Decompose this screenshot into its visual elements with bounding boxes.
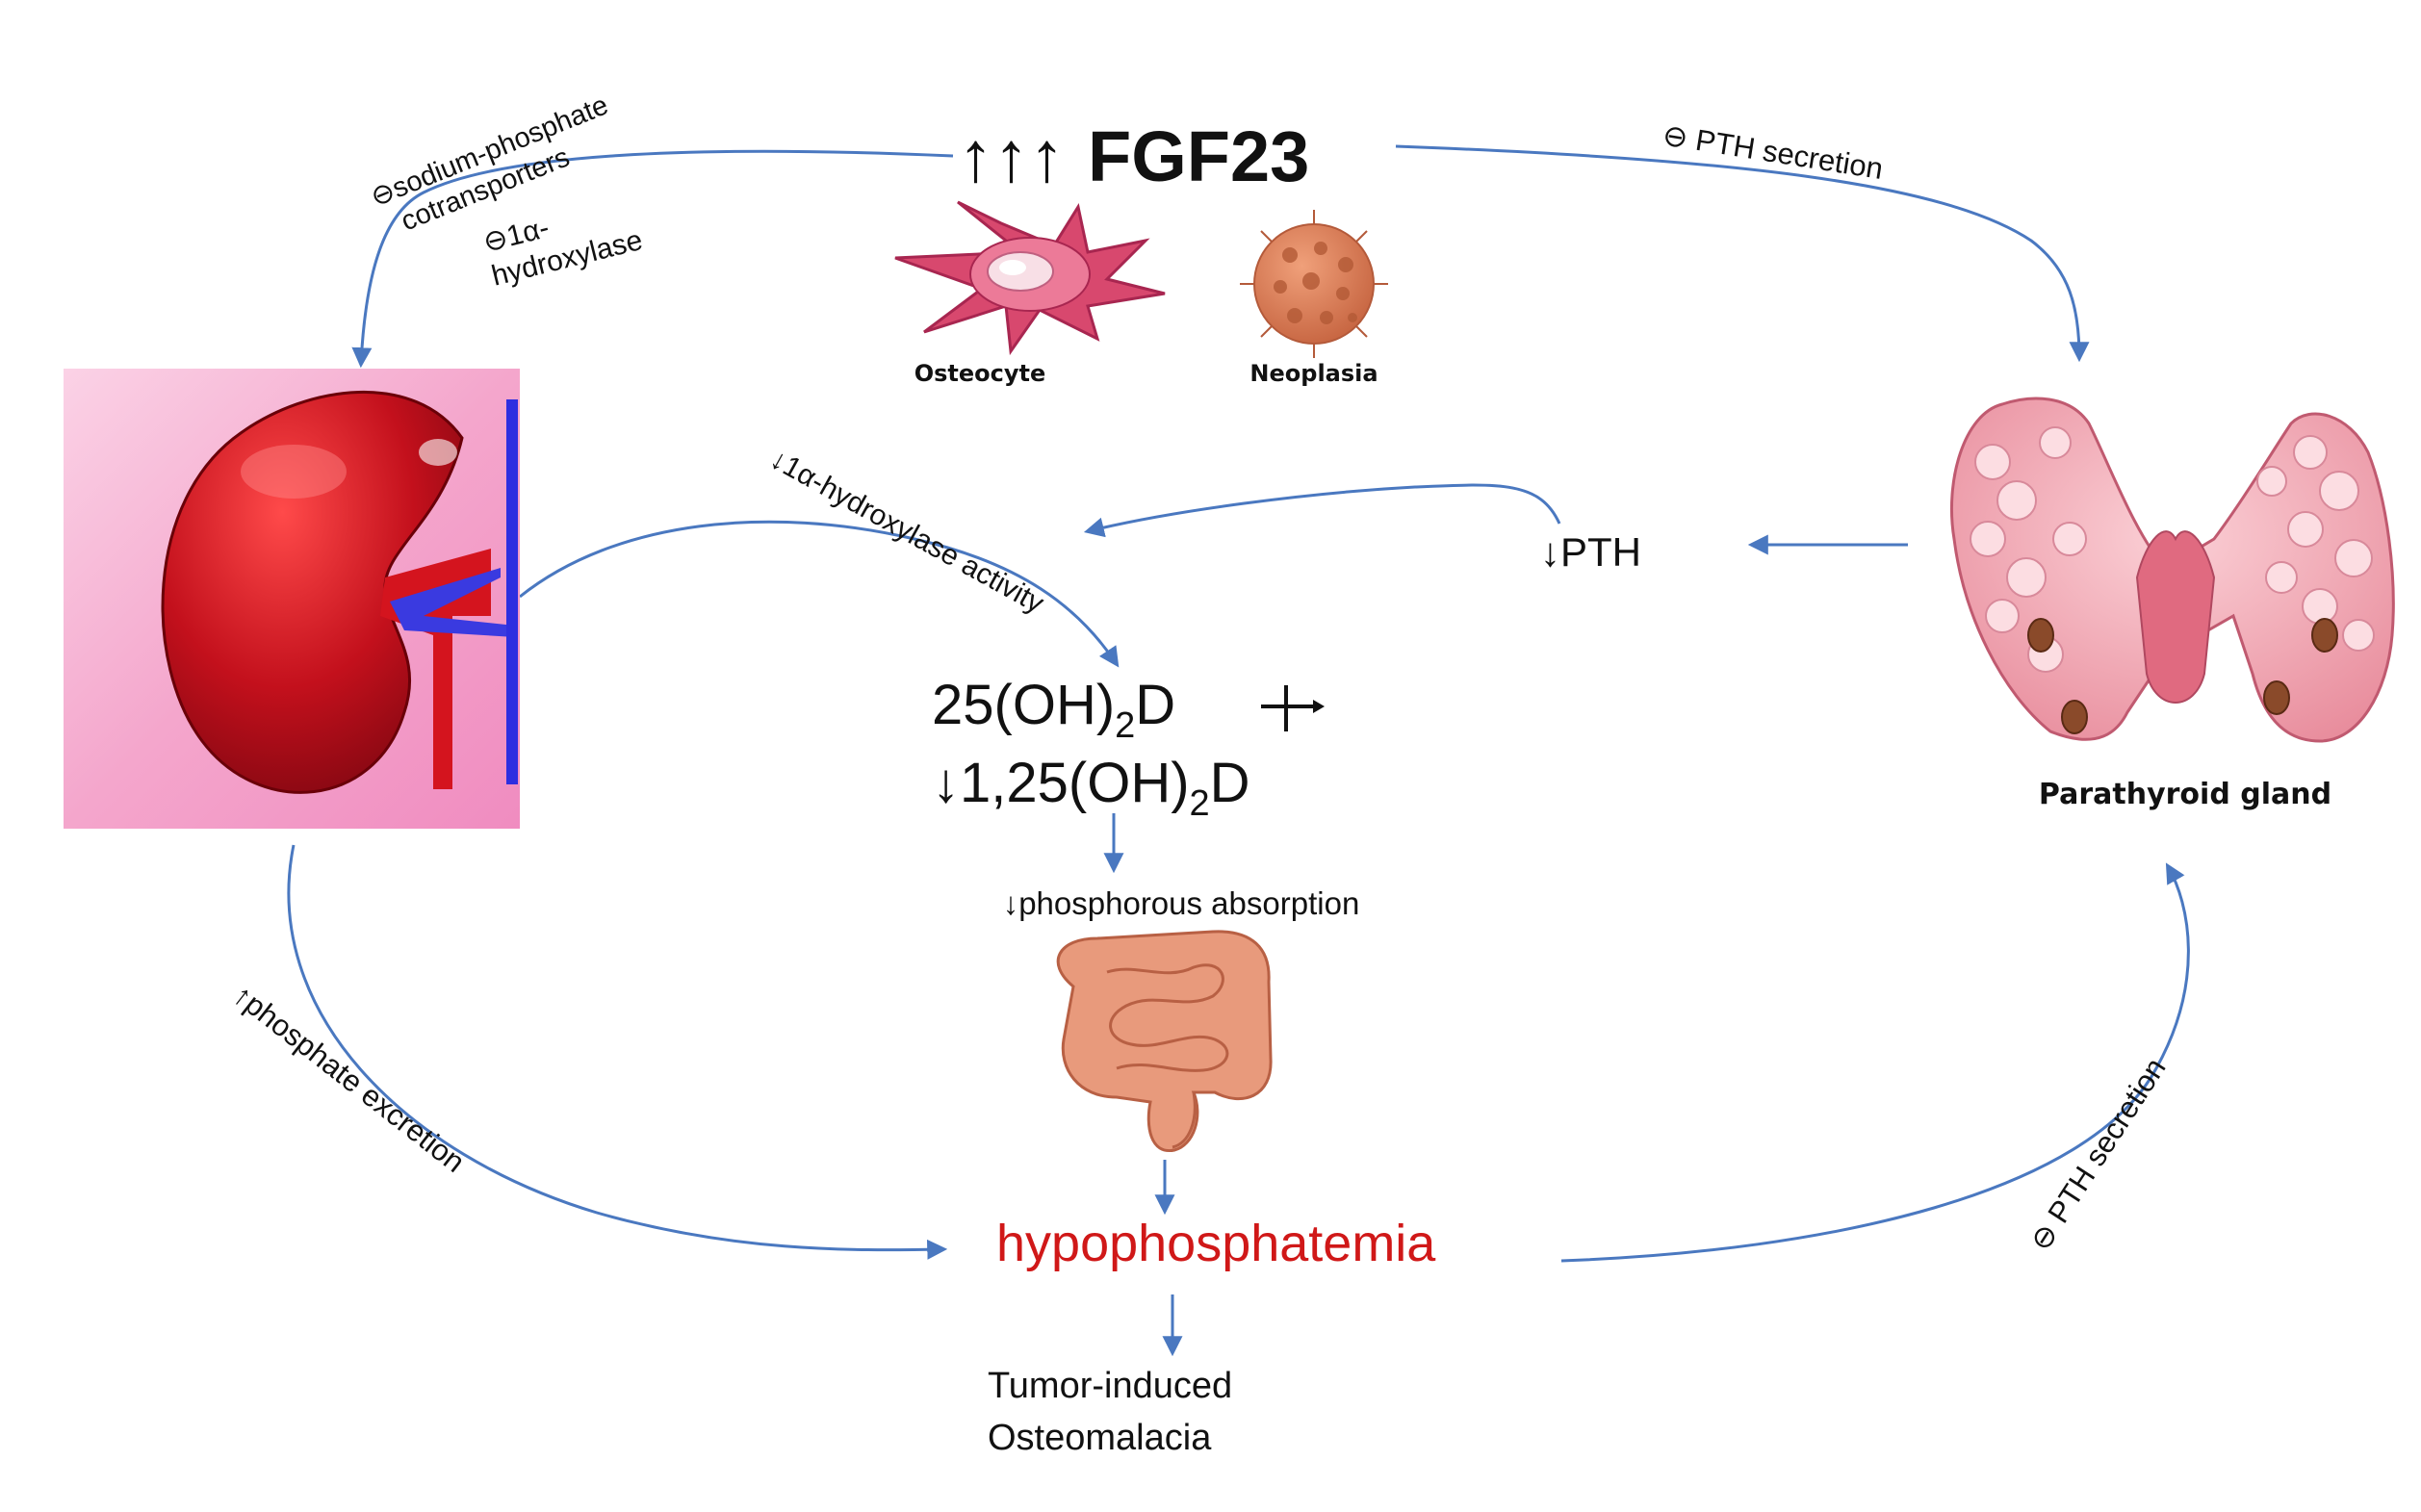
pth-secretion-bottom-label: ⊖ PTH secretion: [2023, 1052, 2173, 1257]
arrow-pth-to-hydroxylase: [1083, 483, 1561, 538]
arrows: [287, 144, 2190, 1357]
neoplasia-icon: [1240, 210, 1388, 358]
outcome-line1: Tumor-induced: [988, 1366, 1232, 1406]
neoplasia-caption: Neoplasia: [1249, 360, 1378, 387]
intestine-icon: [1056, 930, 1273, 1152]
parathyroid-gland-icon: [1950, 397, 2395, 743]
vitd-line1: 25(OH)2D: [932, 674, 1175, 746]
pth-down-label: ↓PTH: [1540, 529, 1641, 575]
blocked-arrow-icon: [1261, 685, 1325, 731]
arrow-kidney-to-hypophosphatemia: [287, 844, 948, 1260]
parathyroid-caption: Parathyroid gland: [2039, 778, 2331, 811]
phosphate-excretion-label: ↑phosphate excretion: [227, 978, 472, 1179]
fgf23-arrows: ↑↑↑: [958, 116, 1065, 196]
osteocyte-caption: Osteocyte: [914, 360, 1046, 387]
vitd-line2: ↓1,25(OH)2D: [932, 752, 1250, 824]
kidney-icon: [64, 369, 520, 829]
pth-secretion-top-label: ⊖ PTH secretion: [1661, 117, 1886, 186]
hydroxylase-activity-label: ↓1α-hydroxylase activity: [765, 443, 1049, 620]
osteocyte-icon: [894, 200, 1166, 356]
phosphorous-absorption-label: ↓phosphorous absorption: [1003, 885, 1360, 921]
hypophosphatemia-label: hypophosphatemia: [996, 1215, 1436, 1272]
outcome-line2: Osteomalacia: [988, 1418, 1212, 1458]
arrow-hypophosphatemia-to-parathyroid: [1560, 862, 2190, 1263]
arrow-kidney-to-vitd: [519, 520, 1120, 668]
fgf23-header: ↑↑↑ FGF23: [958, 116, 1309, 196]
arrow-fgf23-to-parathyroid: [1395, 144, 2090, 363]
fgf23-title: FGF23: [1088, 116, 1309, 196]
vitamin-d-block: 25(OH)2D ↓1,25(OH)2D: [932, 674, 1325, 824]
arrow-fgf23-to-kidney: [351, 149, 954, 369]
